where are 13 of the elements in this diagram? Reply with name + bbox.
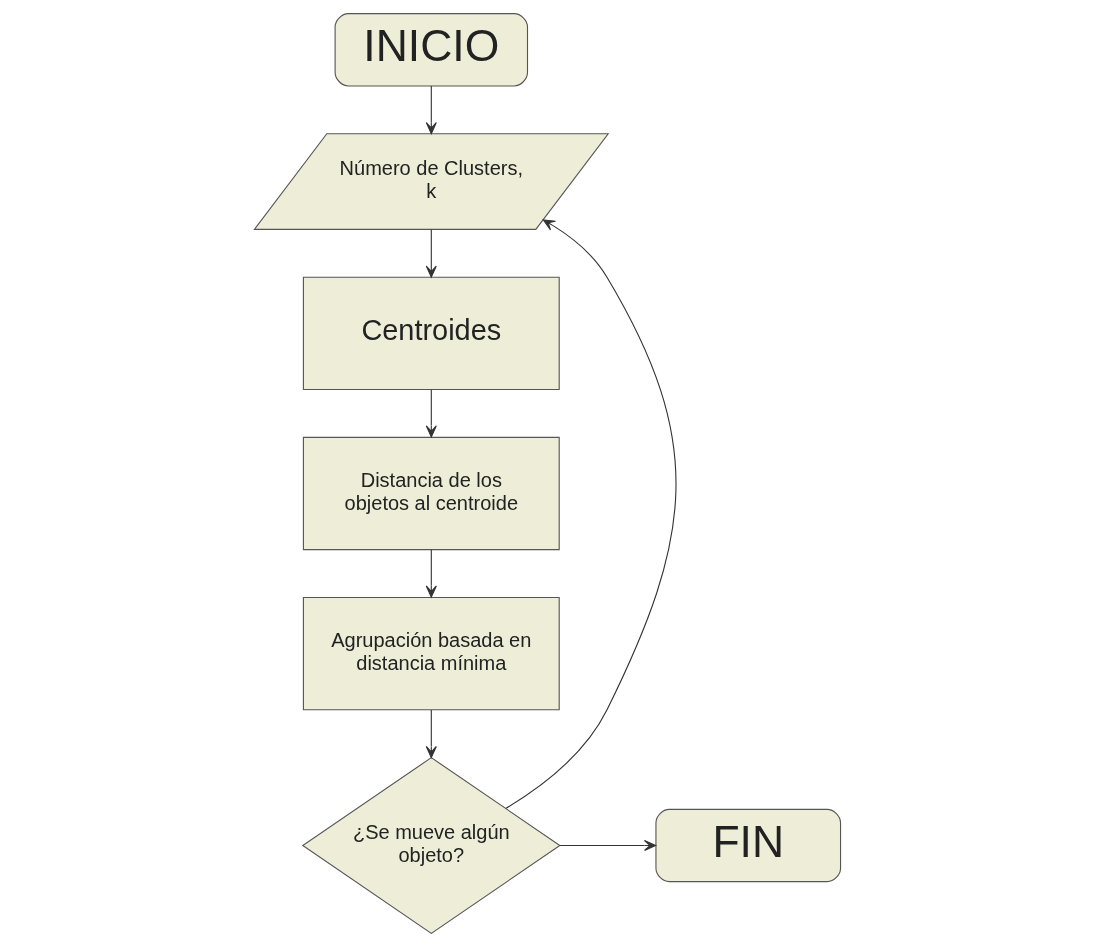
arrow: [425, 228, 437, 278]
node-box: INICIO: [334, 12, 529, 86]
node-box: FIN: [655, 808, 842, 882]
arrow: [425, 84, 437, 134]
node-diamond: ¿Se mueve algún objeto?: [301, 756, 561, 934]
node-box: Centroides: [302, 276, 560, 390]
arrow: [505, 218, 677, 809]
node-box: Distancia de los objetos al centroide: [302, 436, 560, 550]
arrow: [559, 839, 657, 851]
arrow: [425, 548, 437, 598]
arrow: [425, 709, 437, 758]
arrow: [425, 388, 437, 437]
node-box: Agrupación basada en distancia mínima: [302, 596, 560, 710]
